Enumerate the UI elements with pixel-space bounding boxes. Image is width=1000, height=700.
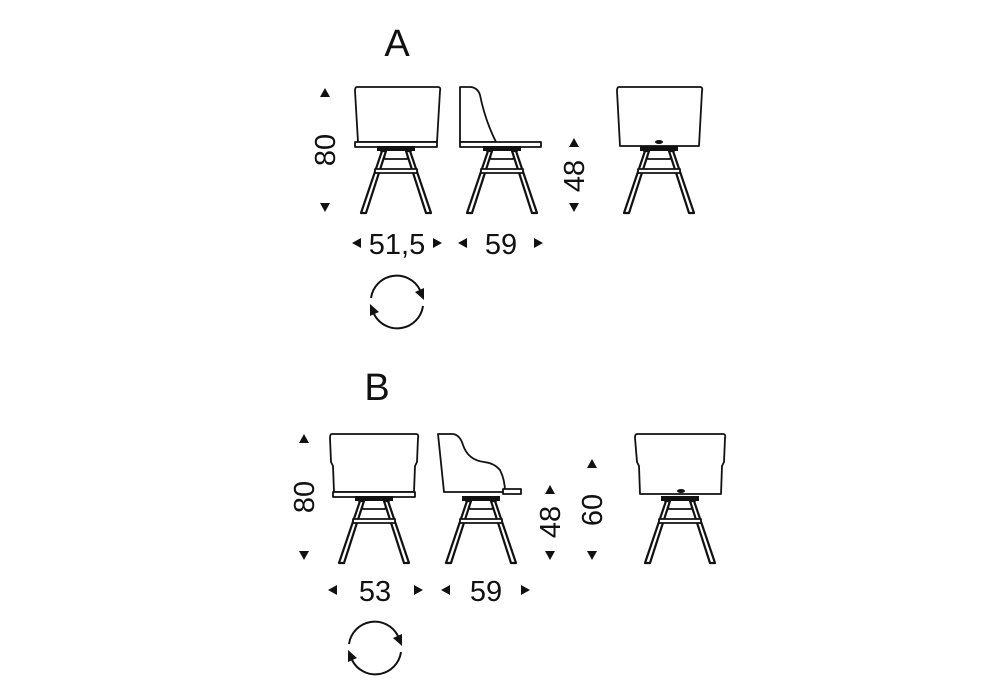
rotate-icon [369, 274, 425, 330]
seat-height-value: 48 [559, 160, 591, 192]
arm-height-value: 60 [577, 494, 609, 526]
width-value: 51,5 [369, 229, 425, 261]
width-dimension: 51,5 [352, 229, 442, 261]
seat-height-dimension: 48 [559, 138, 591, 212]
height-value: 80 [310, 134, 342, 166]
chair-back-view [634, 433, 727, 565]
variant-a: A 80 48 51,5 [310, 23, 704, 330]
seat-height-dimension: 48 [535, 485, 567, 560]
rotate-icon [347, 620, 403, 676]
height-dimension: 80 [289, 434, 321, 560]
chair-side-view [459, 86, 542, 215]
depth-dimension: 59 [441, 576, 530, 608]
depth-dimension: 59 [458, 229, 543, 261]
variant-b: B 80 48 60 [289, 367, 727, 676]
variant-label: B [364, 367, 389, 409]
width-value: 53 [359, 576, 391, 608]
variant-label: A [384, 23, 410, 65]
seat-height-value: 48 [535, 506, 567, 538]
height-value: 80 [289, 481, 321, 513]
width-dimension: 53 [328, 576, 423, 608]
chair-front-view [354, 86, 442, 215]
depth-value: 59 [485, 229, 517, 261]
chair-side-view [437, 433, 522, 565]
chair-back-view [616, 86, 704, 215]
chair-front-view [329, 433, 420, 565]
arm-height-dimension: 60 [577, 459, 609, 560]
height-dimension: 80 [310, 88, 342, 212]
depth-value: 59 [470, 576, 502, 608]
